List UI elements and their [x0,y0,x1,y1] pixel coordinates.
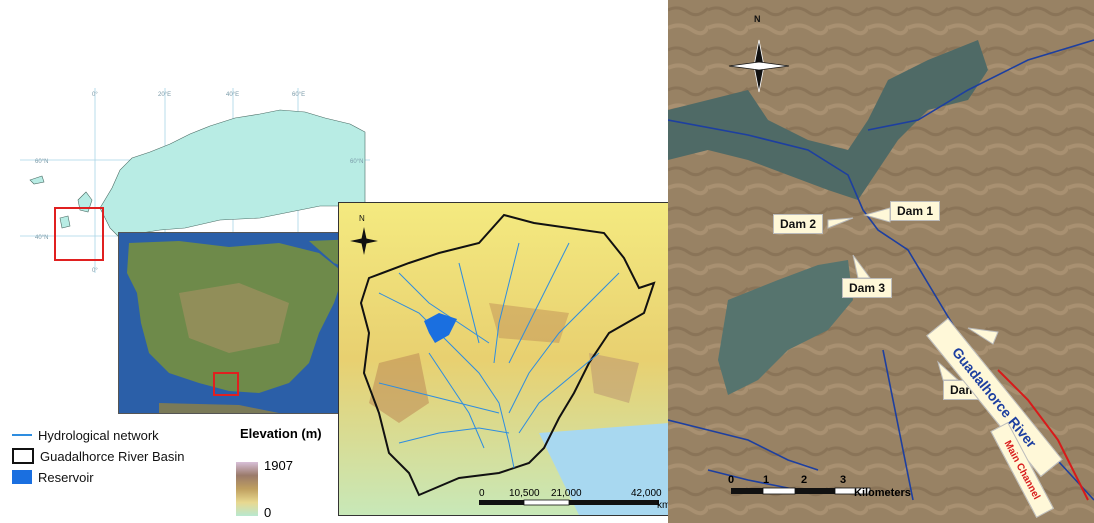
dam-2-label: Dam 2 [773,214,824,234]
elevation-min: 0 [264,505,272,520]
iceland-landmass [29,175,45,185]
basin-boundary [359,213,656,497]
legend-label: Guadalhorce River Basin [40,448,185,464]
reservoir-shape [424,313,457,343]
dam-3-label: Dam 3 [842,278,893,298]
legend-item-river-basin: Guadalhorce River Basin [12,445,232,467]
lon-label-20e: 20°E [158,92,171,98]
basin-scale-label-1: 10,500 [509,488,540,499]
legend: Hydrological network Guadalhorce River B… [12,425,232,487]
iberia-highlight-box [54,207,104,261]
basin-scale-label-3: 42,000 [631,488,662,499]
ireland-landmass [59,215,71,229]
elevation-title: Elevation (m) [240,426,322,441]
sat-scale-label-0: 0 [728,474,734,486]
sat-scale-bar [731,487,871,495]
europe-locator-map: 0° 20°E 40°E 60°E 0° 60°N 40°N 60°N [20,88,370,273]
legend-label: Reservoir [38,469,94,485]
dam-1-label: Dam 1 [890,201,941,221]
hydrological-network [378,242,620,469]
line-icon [12,434,32,436]
compass-rose-icon [728,39,790,93]
lat-label-60n-right: 60°N [350,159,363,165]
basin-scale-label-2: 21,000 [551,488,582,499]
sat-scale-unit: Kilometers [854,487,911,499]
legend-item-hydrological-network: Hydrological network [12,425,232,445]
reservoir-north [668,40,988,200]
europe-landmass [99,109,366,239]
lon-label-0: 0° [92,92,98,98]
iberia-satellite-map [118,232,360,414]
sat-scale-label-2: 2 [801,474,807,486]
basin-scale-label-0: 0 [479,488,485,499]
elevation-max: 1907 [264,458,293,473]
basin-scale-bar [479,499,659,506]
sat-north-label: N [754,14,761,24]
box-icon [12,448,34,464]
basin-elevation-map: N 0 10,500 21,000 42,000 km [338,202,670,516]
lat-label-40n: 40°N [35,235,48,241]
sea-area [539,423,669,515]
reservoir-south [718,260,853,395]
satellite-dam-map: N 0 1 2 3 Kilometers [668,0,1094,523]
lon-label-0-bottom: 0° [92,268,98,273]
iberia-plateau [179,283,289,353]
north-arrow-icon [350,227,378,255]
sat-scale-label-1: 1 [763,474,769,486]
elevation-ramp [236,462,258,516]
legend-item-reservoir: Reservoir [12,467,232,487]
mountain-area-east [589,353,639,403]
basin-highlight-box [213,372,239,396]
callout-pointers [827,207,999,381]
africa-landmass [159,403,279,413]
basin-north-label: N [359,214,365,223]
fill-icon [12,470,32,484]
lon-label-60e: 60°E [292,92,305,98]
lon-label-40e: 40°E [226,92,239,98]
basin-scale-unit: km [657,500,670,511]
lat-label-60n: 60°N [35,159,48,165]
sat-scale-label-3: 3 [840,474,846,486]
main-channel-line [997,369,1089,501]
legend-label: Hydrological network [38,427,159,443]
